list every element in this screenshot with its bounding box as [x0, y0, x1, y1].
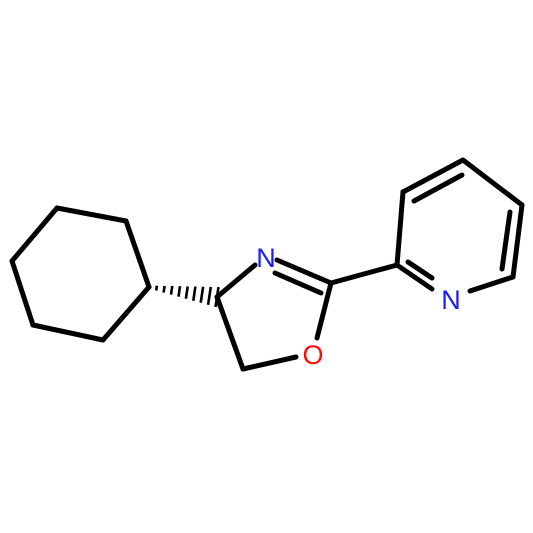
double-bond-outer: [274, 257, 334, 286]
ring-link-bond: [328, 262, 400, 286]
bond: [240, 354, 299, 372]
hash-stroke: [206, 286, 213, 305]
bond: [400, 157, 466, 195]
cyclohexane-ring: [9, 205, 152, 343]
nitrogen-atom-label: N: [256, 243, 276, 273]
pyridine-ring: [394, 157, 525, 294]
aromatic-inner-bond: [499, 209, 513, 272]
bond: [30, 322, 106, 343]
hash-stroke: [177, 286, 182, 297]
bond: [9, 258, 36, 328]
bond: [9, 205, 60, 264]
aromatic-inner-bond: [411, 172, 465, 204]
double-bond-inner: [272, 270, 324, 296]
hash-stroke: [199, 286, 205, 303]
bond: [394, 262, 435, 292]
hashed-wedge-bond: [154, 285, 220, 308]
aromatic-inner-bond: [405, 259, 435, 281]
bond: [54, 205, 129, 224]
hash-stroke: [192, 286, 197, 301]
hash-stroke: [154, 285, 159, 291]
oxygen-atom-label: O: [302, 340, 323, 370]
hash-stroke: [162, 285, 166, 293]
bond: [100, 284, 152, 343]
pyridine-nitrogen-atom-label: N: [441, 285, 461, 315]
bond: [123, 218, 152, 290]
oxazoline-ring: [214, 257, 334, 372]
hash-stroke: [184, 286, 189, 299]
bond: [314, 280, 334, 341]
bond: [214, 294, 246, 372]
bond: [467, 274, 516, 294]
bond: [394, 189, 406, 268]
bond: [214, 262, 258, 300]
bond: [460, 157, 525, 208]
bond: [510, 202, 525, 280]
hash-stroke: [169, 285, 174, 295]
